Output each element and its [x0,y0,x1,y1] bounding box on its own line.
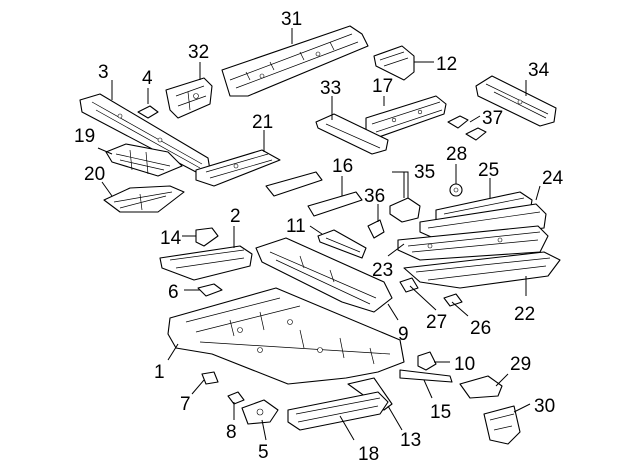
callout-29: 29 [510,354,531,375]
callout-22: 22 [514,304,535,325]
callout-30: 30 [534,396,555,417]
callout-23: 23 [372,260,393,281]
callout-7: 7 [180,394,191,415]
callout-15: 15 [430,402,451,423]
callout-25: 25 [478,160,499,181]
callout-5: 5 [258,442,269,463]
part-20-heat-shield [103,185,185,213]
callout-10: 10 [454,354,475,375]
callout-3: 3 [98,62,109,83]
part-10-mount [417,351,437,371]
part-17-crossmember [365,95,447,139]
callout-13: 13 [400,430,421,451]
part-35-bracket [389,197,421,223]
callout-16: 16 [332,156,353,177]
callout-35: 35 [414,162,435,183]
callout-27: 27 [426,312,447,333]
callout-31: 31 [281,9,302,30]
callout-32: 32 [188,42,209,63]
part-23-crossmember [397,225,549,261]
part-30-bracket [483,405,521,445]
callout-28: 28 [446,144,467,165]
callout-33: 33 [320,78,341,99]
part-5-reinforcement [241,399,279,425]
callout-19: 19 [74,126,95,147]
callout-26: 26 [470,318,491,339]
part-22-rear-panel [403,251,561,289]
part-11-reinforcement [317,229,367,259]
callout-6: 6 [168,282,179,303]
callout-36: 36 [364,186,385,207]
part-18-rail [287,391,389,431]
callout-11: 11 [286,216,306,237]
part-12-bracket [373,45,415,81]
part-31-rear-rail [221,25,369,97]
callout-labels: 31 32 12 34 17 37 3 4 33 19 21 20 16 28 … [74,9,564,465]
callout-2: 2 [230,206,241,227]
part-34-rail [475,75,557,127]
part-15-bar [399,369,453,383]
part-9-center-floor [255,237,393,313]
callout-12: 12 [436,54,457,75]
callout-37: 37 [482,108,503,129]
part-2-side-panel [159,245,253,281]
part-16-bracket [265,171,363,217]
part-36-bracket [367,219,385,239]
part-6-bracket [197,283,223,297]
part-29-bracket [459,375,503,399]
leader-lines [97,28,541,441]
callout-4: 4 [142,68,153,89]
callout-8: 8 [226,422,237,443]
callout-17: 17 [372,76,393,97]
part-19-heat-shield [105,143,183,177]
part-33-crossmember [315,113,389,155]
part-28-grommet [449,183,463,197]
callout-21: 21 [252,112,273,133]
part-32-bracket [165,77,213,119]
callout-9: 9 [398,324,409,345]
callout-1: 1 [154,362,165,383]
callout-18: 18 [358,444,379,465]
callout-24: 24 [542,168,564,189]
callout-34: 34 [528,60,550,81]
callout-20: 20 [84,164,105,185]
part-27-clip [399,277,419,293]
part-21-panel [195,149,281,187]
callout-14: 14 [160,228,182,249]
part-7-clip [201,371,219,385]
part-14-bracket [195,227,219,247]
part-4-clip [137,105,159,119]
part-8-clip [227,391,245,405]
part-37-clips [447,115,487,141]
part-26-clip [443,293,463,307]
part-1-main-floor-pan [167,287,405,385]
